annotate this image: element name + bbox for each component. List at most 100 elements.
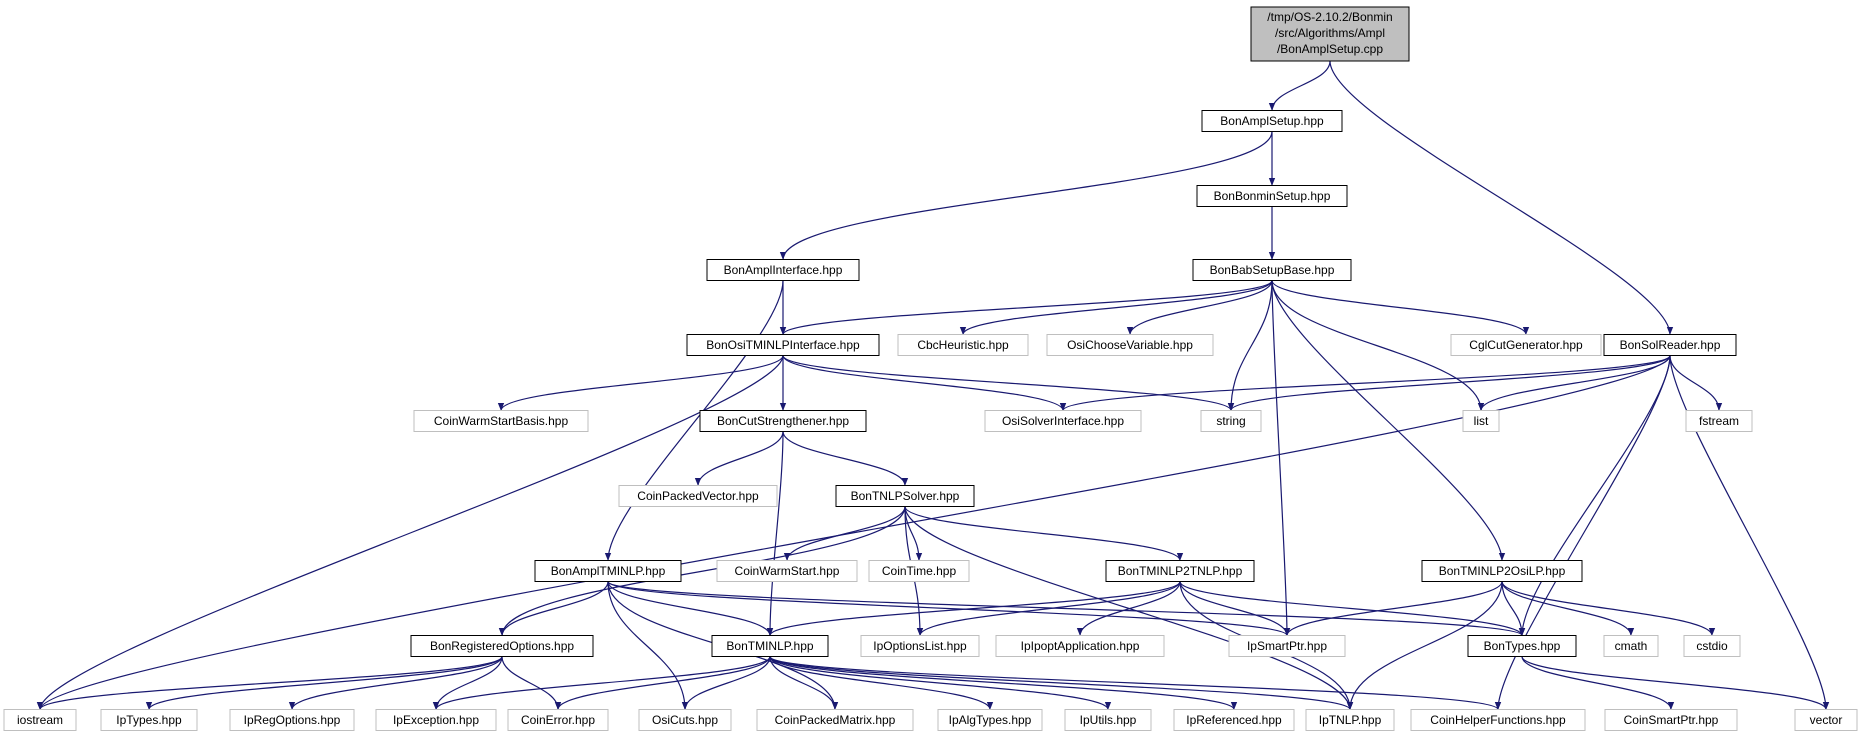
dependency-edges [36,60,1830,711]
edge-tminlp-to-ipalgtypes [769,656,994,710]
edge-ampltminlp-to-bontypes [607,580,1525,637]
edge-tminlp2tnlp-to-ipipoptapplication [1076,581,1181,636]
node-solreader[interactable]: BonSolReader.hpp [1603,334,1737,356]
node-amplinterface[interactable]: BonAmplInterface.hpp [706,259,860,281]
edge-babsetupbase-to-ipsmartptr [1271,280,1291,636]
node-label-tminlp: BonTMINLP.hpp [726,639,813,653]
node-label-iputils: IpUtils.hpp [1080,713,1137,727]
root-file-path-line-1: /tmp/OS-2.10.2/Bonmin [1267,10,1392,24]
edge-root-to-solreader [1329,60,1674,335]
node-iostream: iostream [3,709,77,731]
node-amplsetup[interactable]: BonAmplSetup.hpp [1201,110,1343,132]
node-label-ipoptionslist: IpOptionsList.hpp [873,639,967,653]
node-box-registeredoptions[interactable] [410,635,594,657]
node-ipregoptions: IpRegOptions.hpp [229,709,355,731]
node-label-vector: vector [1810,713,1843,727]
edge-solreader-to-fstream [1669,355,1723,411]
edge-babsetupbase-to-string [1227,280,1273,411]
node-coinhelperfunctions: CoinHelperFunctions.hpp [1410,709,1586,731]
edge-solreader-to-string [1227,354,1671,412]
node-fstream: fstream [1685,410,1753,432]
node-box-amplsetup[interactable] [1201,110,1343,132]
edge-amplinterface-to-ampltminlp [604,280,784,561]
node-label-coinpackedmatrix: CoinPackedMatrix.hpp [775,713,896,727]
edge-ositminlpinterface-to-string [782,354,1235,412]
node-box-tminlp2tnlp[interactable] [1105,560,1255,582]
edge-babsetupbase-to-cbcheuristic [959,280,1273,335]
edge-solreader-to-vector [1669,355,1830,710]
node-coinsmartptr: CoinSmartPtr.hpp [1604,709,1738,731]
node-box-ipsmartptr [1228,635,1346,657]
node-ipsmartptr: IpSmartPtr.hpp [1228,635,1346,657]
edge-amplsetup-to-amplinterface [779,131,1273,260]
node-box-amplinterface[interactable] [706,259,860,281]
node-label-coinwarmstartbasis: CoinWarmStartBasis.hpp [434,414,569,428]
edge-babsetupbase-to-cglcutgenerator [1271,280,1530,335]
node-cutstrengthener[interactable]: BonCutStrengthener.hpp [699,410,867,432]
root-file-node: /tmp/OS-2.10.2/Bonmin /src/Algorithms/Am… [1250,6,1410,62]
node-osicuts: OsiCuts.hpp [638,709,732,731]
node-vector: vector [1794,709,1858,731]
node-box-ampltminlp[interactable] [534,560,682,582]
node-box-list [1462,410,1500,432]
node-box-ipregoptions [229,709,355,731]
node-babsetupbase[interactable]: BonBabSetupBase.hpp [1192,259,1352,281]
node-label-cmath: cmath [1615,639,1648,653]
edge-tminlp-to-osicuts [681,656,771,710]
edge-babsetupbase-to-ositminlpinterface [779,279,1273,336]
edge-solreader-to-bontypes [1518,355,1671,636]
node-label-list: list [1474,414,1489,428]
node-ositminlpinterface[interactable]: BonOsiTMINLPInterface.hpp [686,334,880,356]
edge-root-to-amplsetup [1268,60,1331,111]
node-tminlp2osilp[interactable]: BonTMINLP2OsiLP.hpp [1421,560,1583,582]
edge-bontypes-to-coinsmartptr [1521,656,1675,710]
node-tminlp[interactable]: BonTMINLP.hpp [711,635,829,657]
node-box-ositminlpinterface[interactable] [686,334,880,356]
node-label-ipexception: IpException.hpp [393,713,479,727]
node-box-cutstrengthener[interactable] [699,410,867,432]
node-box-osisolverinterface [984,410,1142,432]
edge-babsetupbase-to-list [1271,280,1485,411]
node-box-tminlp[interactable] [711,635,829,657]
node-bontypes[interactable]: BonTypes.hpp [1467,635,1577,657]
node-box-solreader[interactable] [1603,334,1737,356]
edge-tnlpsolver-to-tminlp2tnlp [904,506,1184,561]
node-box-vector [1794,709,1858,731]
node-box-bonminsetup[interactable] [1196,185,1348,207]
node-box-tnlpsolver[interactable] [835,485,975,507]
node-box-tminlp2osilp[interactable] [1421,560,1583,582]
node-label-ipreferenced: IpReferenced.hpp [1186,713,1282,727]
edge-tminlp2osilp-to-cstdio [1501,581,1716,636]
root-file-path-line-3: /BonAmplSetup.cpp [1277,42,1383,56]
node-box-iputils [1064,709,1152,731]
edge-tminlp2tnlp-to-bontypes [1179,581,1526,636]
node-tminlp2tnlp[interactable]: BonTMINLP2TNLP.hpp [1105,560,1255,582]
node-box-osicuts [638,709,732,731]
node-cglcutgenerator: CglCutGenerator.hpp [1450,334,1602,356]
node-cbcheuristic: CbcHeuristic.hpp [897,334,1029,356]
node-box-bontypes[interactable] [1467,635,1577,657]
node-box-cstdio [1683,635,1741,657]
node-box-coinwarmstart [716,560,858,582]
node-label-tminlp2tnlp: BonTMINLP2TNLP.hpp [1118,564,1243,578]
edge-ampltminlp-to-osicuts [607,581,689,710]
node-string: string [1200,410,1262,432]
node-ipoptionslist: IpOptionsList.hpp [860,635,980,657]
edge-tminlp-to-coinerror [554,656,771,710]
node-label-coinpackedvector: CoinPackedVector.hpp [637,489,759,503]
node-bonminsetup[interactable]: BonBonminSetup.hpp [1196,185,1348,207]
edge-tminlp2osilp-to-ipsmartptr [1283,581,1503,636]
node-registeredoptions[interactable]: BonRegisteredOptions.hpp [410,635,594,657]
node-box-babsetupbase[interactable] [1192,259,1352,281]
node-label-bontypes: BonTypes.hpp [1484,639,1561,653]
edge-tminlp2osilp-to-cmath [1501,581,1635,636]
edge-tnlpsolver-to-coinwarmstart [783,506,906,561]
edge-tminlp2osilp-to-iptnlp [1346,581,1503,710]
node-label-ipsmartptr: IpSmartPtr.hpp [1247,639,1327,653]
node-tnlpsolver[interactable]: BonTNLPSolver.hpp [835,485,975,507]
node-iptnlp: IpTNLP.hpp [1305,709,1395,731]
node-box-fstream [1685,410,1753,432]
node-ampltminlp[interactable]: BonAmplTMINLP.hpp [534,560,682,582]
edge-registeredoptions-to-iostream [36,655,503,711]
